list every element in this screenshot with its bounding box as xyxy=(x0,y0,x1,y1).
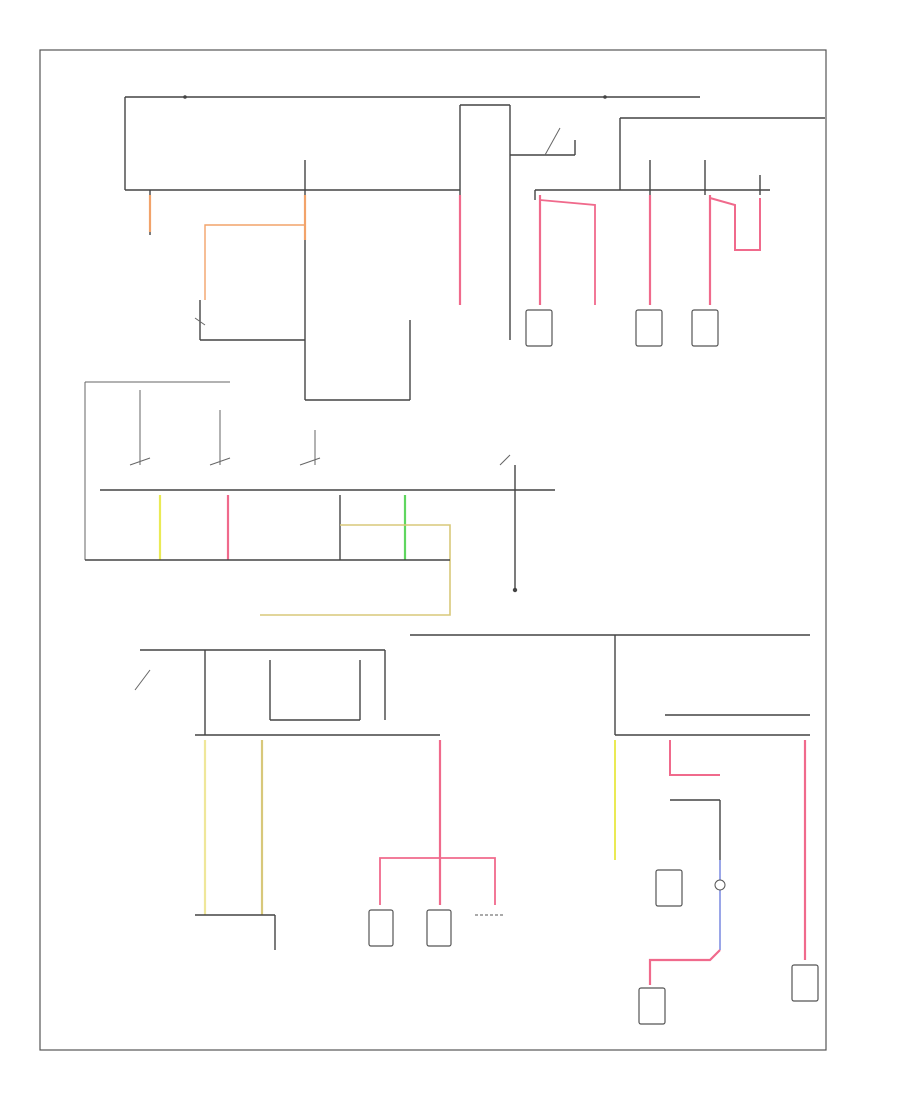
lower-left-wiring xyxy=(134,649,505,950)
component-box-5 xyxy=(426,909,452,947)
component-box-2 xyxy=(635,309,663,347)
component-box-1 xyxy=(525,309,553,347)
middle-section-wiring xyxy=(84,381,555,616)
component-box-8 xyxy=(791,964,819,1002)
diagram-frame xyxy=(39,49,827,1051)
component-box-4 xyxy=(368,909,394,947)
component-box-6 xyxy=(655,869,683,907)
lower-right-wiring xyxy=(410,634,819,1025)
top-section-wiring xyxy=(124,95,825,401)
component-box-3 xyxy=(691,309,719,347)
component-box-7 xyxy=(638,987,666,1025)
